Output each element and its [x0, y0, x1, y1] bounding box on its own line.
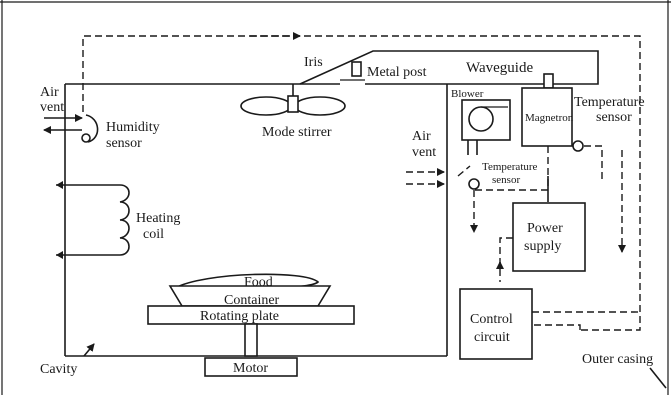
- label-control-circuit-1: Control: [470, 312, 513, 327]
- label-food: Food: [244, 275, 273, 290]
- label-waveguide: Waveguide: [466, 60, 533, 76]
- metal-post: [351, 61, 362, 77]
- label-blower: Blower: [451, 88, 484, 100]
- label-temp-sensor-mid-2: sensor: [492, 174, 520, 186]
- label-rotating-plate: Rotating plate: [200, 309, 279, 324]
- coil-arrow-bottom: [56, 251, 63, 259]
- label-air-vent-right-2: vent: [412, 145, 436, 160]
- stirrer-hub: [287, 95, 299, 113]
- label-heating-coil-1: Heating: [136, 211, 180, 226]
- label-humidity-sensor-1: Humidity: [106, 120, 160, 135]
- label-temp-sensor-top-1: Temperature: [574, 95, 645, 110]
- waveguide-stub: [543, 73, 554, 89]
- label-magnetron: Magnetron: [525, 112, 574, 124]
- label-air-vent-left-1: Air: [40, 85, 59, 100]
- label-mode-stirrer: Mode stirrer: [262, 125, 332, 140]
- stirrer-blade-right: [294, 96, 346, 116]
- cavity-pointer: [83, 343, 95, 357]
- outer-dashed-loop: [82, 35, 641, 331]
- coil-arrow-top: [56, 181, 63, 189]
- motor-shaft: [244, 323, 258, 357]
- power-control-path: [499, 237, 513, 282]
- temp-sensor-mid-dot: [468, 178, 480, 190]
- temp-sensor-top-dot: [572, 140, 584, 152]
- motor-box: [204, 357, 298, 377]
- label-power-supply-1: Power: [527, 221, 563, 236]
- humidity-sensor-shape: [85, 114, 99, 143]
- blower-fan: [468, 106, 494, 132]
- label-air-vent-right-1: Air: [412, 129, 431, 144]
- heating-coil: [119, 184, 130, 256]
- control-circuit-box: [459, 288, 533, 360]
- temp-top-path-a: [584, 145, 603, 180]
- label-outer-casing: Outer casing: [582, 352, 653, 367]
- label-humidity-sensor-2: sensor: [106, 136, 142, 151]
- label-cavity: Cavity: [40, 362, 77, 377]
- label-power-supply-2: supply: [524, 239, 561, 254]
- control-bottom-path: [534, 324, 581, 330]
- outer-casing-pointer: [649, 367, 667, 389]
- power-supply-box: [512, 202, 586, 272]
- label-temp-sensor-top-2: sensor: [596, 110, 632, 125]
- label-motor: Motor: [233, 361, 268, 376]
- label-metal-post: Metal post: [367, 65, 427, 80]
- label-control-circuit-2: circuit: [474, 330, 510, 345]
- stirrer-blade-left: [240, 96, 292, 116]
- label-temp-sensor-mid-1: Temperature: [482, 161, 538, 173]
- label-container: Container: [224, 293, 280, 308]
- label-air-vent-left-2: vent: [40, 100, 64, 115]
- humidity-sensor-dot: [81, 133, 91, 143]
- magnetron-box: [521, 87, 573, 147]
- vent-right-diag: [457, 165, 471, 177]
- label-heating-coil-2: coil: [143, 227, 164, 242]
- label-iris: Iris: [304, 55, 323, 70]
